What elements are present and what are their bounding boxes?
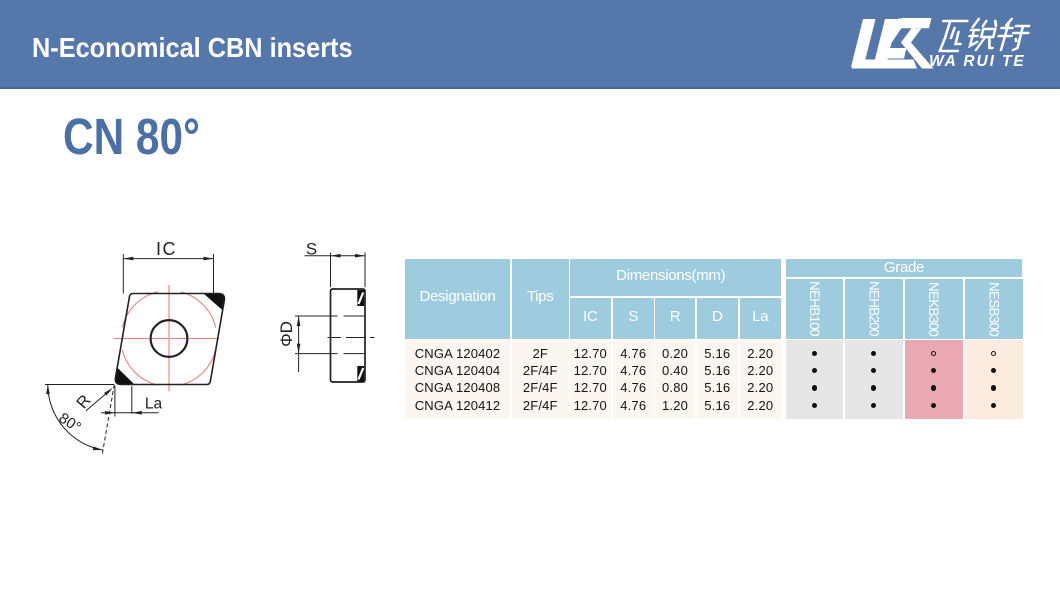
svg-text:R: R [73, 391, 95, 412]
svg-text:IC: IC [156, 239, 177, 259]
svg-text:80°: 80° [56, 410, 84, 437]
svg-text:S: S [306, 240, 317, 259]
svg-text:WA RUI TE: WA RUI TE [929, 53, 1026, 70]
svg-text:La: La [145, 396, 163, 413]
svg-text:ΦD: ΦD [277, 321, 296, 347]
